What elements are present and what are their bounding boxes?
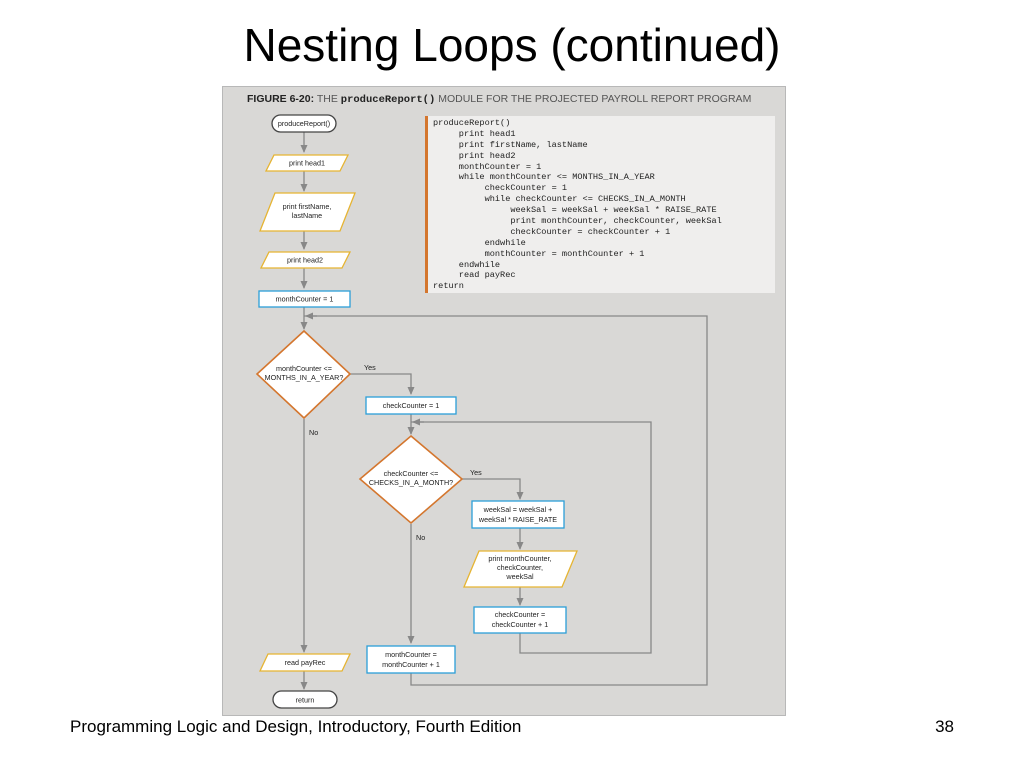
slide-title: Nesting Loops (continued) — [243, 19, 781, 71]
figure-caption-the: THE — [316, 93, 338, 105]
weeksal-process — [471, 500, 565, 529]
check-init-label: checkCounter = 1 — [383, 401, 440, 410]
end-terminal — [272, 690, 338, 709]
figure-panel: FIGURE 6-20: THE produceReport() MODULE … — [222, 86, 786, 716]
slide-page-number: 38 — [935, 717, 954, 736]
inner-yes-label: Yes — [470, 468, 482, 477]
code-line: print firstName, lastName — [433, 139, 588, 150]
outer-yes-label: Yes — [364, 363, 376, 372]
print-name-label-1: print firstName, — [283, 202, 332, 211]
print-month-label-3: weekSal — [505, 572, 534, 581]
check-init-process — [365, 396, 457, 415]
inner-decision-label-2: CHECKS_IN_A_MONTH? — [369, 478, 453, 487]
outer-decision-label-2: MONTHS_IN_A_YEAR? — [265, 373, 344, 382]
code-line: endwhile — [433, 259, 501, 270]
figure-caption: FIGURE 6-20: THE produceReport() MODULE … — [247, 93, 751, 106]
start-terminal-label: produceReport() — [278, 119, 330, 128]
inner-decision-label-1: checkCounter <= — [384, 469, 439, 478]
print-head1-label: print head1 — [289, 159, 325, 168]
check-inc-label-1: checkCounter = — [495, 610, 546, 619]
footer-book-title: Programming Logic and Design, Introducto… — [70, 717, 522, 736]
month-inc-process — [366, 645, 456, 674]
print-name-io — [259, 192, 356, 232]
read-payrec-io — [258, 653, 352, 672]
figure-number: FIGURE 6-20: — [247, 93, 315, 105]
end-terminal-label: return — [296, 696, 315, 705]
figure-caption-module: produceReport() — [340, 94, 436, 106]
code-line: print monthCounter, checkCounter, weekSa… — [433, 216, 722, 227]
inner-yes-arrow — [462, 478, 524, 500]
outer-loop-back — [304, 315, 708, 686]
month-inc-label-1: monthCounter = — [385, 650, 437, 659]
code-line: produceReport() — [433, 118, 511, 128]
code-line: monthCounter = monthCounter + 1 — [433, 248, 645, 259]
read-payrec-label: read payRec — [285, 658, 326, 667]
code-line: monthCounter = 1 — [433, 161, 542, 172]
print-head2-io — [259, 251, 352, 269]
print-name-label-2: lastName — [292, 211, 322, 220]
inner-loop-back — [411, 421, 652, 654]
print-month-io — [463, 550, 578, 588]
code-line: while monthCounter <= MONTHS_IN_A_YEAR — [433, 172, 655, 183]
code-line: checkCounter = 1 — [433, 183, 568, 194]
outer-decision-label-1: monthCounter <= — [276, 364, 332, 373]
check-inc-label-2: checkCounter + 1 — [492, 620, 549, 629]
code-line: print head2 — [433, 150, 516, 161]
code-line: weekSal = weekSal + weekSal * RAISE_RATE — [433, 205, 717, 216]
print-month-label-2: checkCounter, — [497, 563, 543, 572]
print-head1-io — [264, 154, 350, 172]
outer-yes-arrow — [350, 373, 415, 395]
code-line: checkCounter = checkCounter + 1 — [433, 226, 671, 237]
weeksal-label-2: weekSal * RAISE_RATE — [478, 515, 557, 524]
figure-caption-rest: MODULE FOR THE PROJECTED PAYROLL REPORT … — [438, 93, 752, 105]
month-init-process — [258, 290, 351, 308]
inner-no-label: No — [416, 533, 425, 542]
month-init-label: monthCounter = 1 — [276, 295, 334, 304]
code-line: while checkCounter <= CHECKS_IN_A_MONTH — [433, 194, 686, 205]
outer-no-label: No — [309, 428, 318, 437]
code-line: return — [433, 281, 464, 292]
code-line: read payRec — [433, 270, 516, 281]
outer-decision — [255, 329, 352, 420]
flowchart: produceReport() print head1 print firstN… — [255, 114, 708, 709]
code-line: print head1 — [433, 128, 516, 139]
print-head2-label: print head2 — [287, 256, 323, 265]
month-inc-label-2: monthCounter + 1 — [382, 660, 440, 669]
print-month-label-1: print monthCounter, — [488, 554, 551, 563]
start-terminal — [271, 114, 337, 133]
code-line: endwhile — [433, 237, 526, 248]
check-inc-process — [473, 606, 567, 634]
pseudocode-box: produceReport() print head1 print firstN… — [425, 116, 775, 293]
weeksal-label-1: weekSal = weekSal + — [483, 505, 553, 514]
inner-decision — [358, 434, 464, 525]
